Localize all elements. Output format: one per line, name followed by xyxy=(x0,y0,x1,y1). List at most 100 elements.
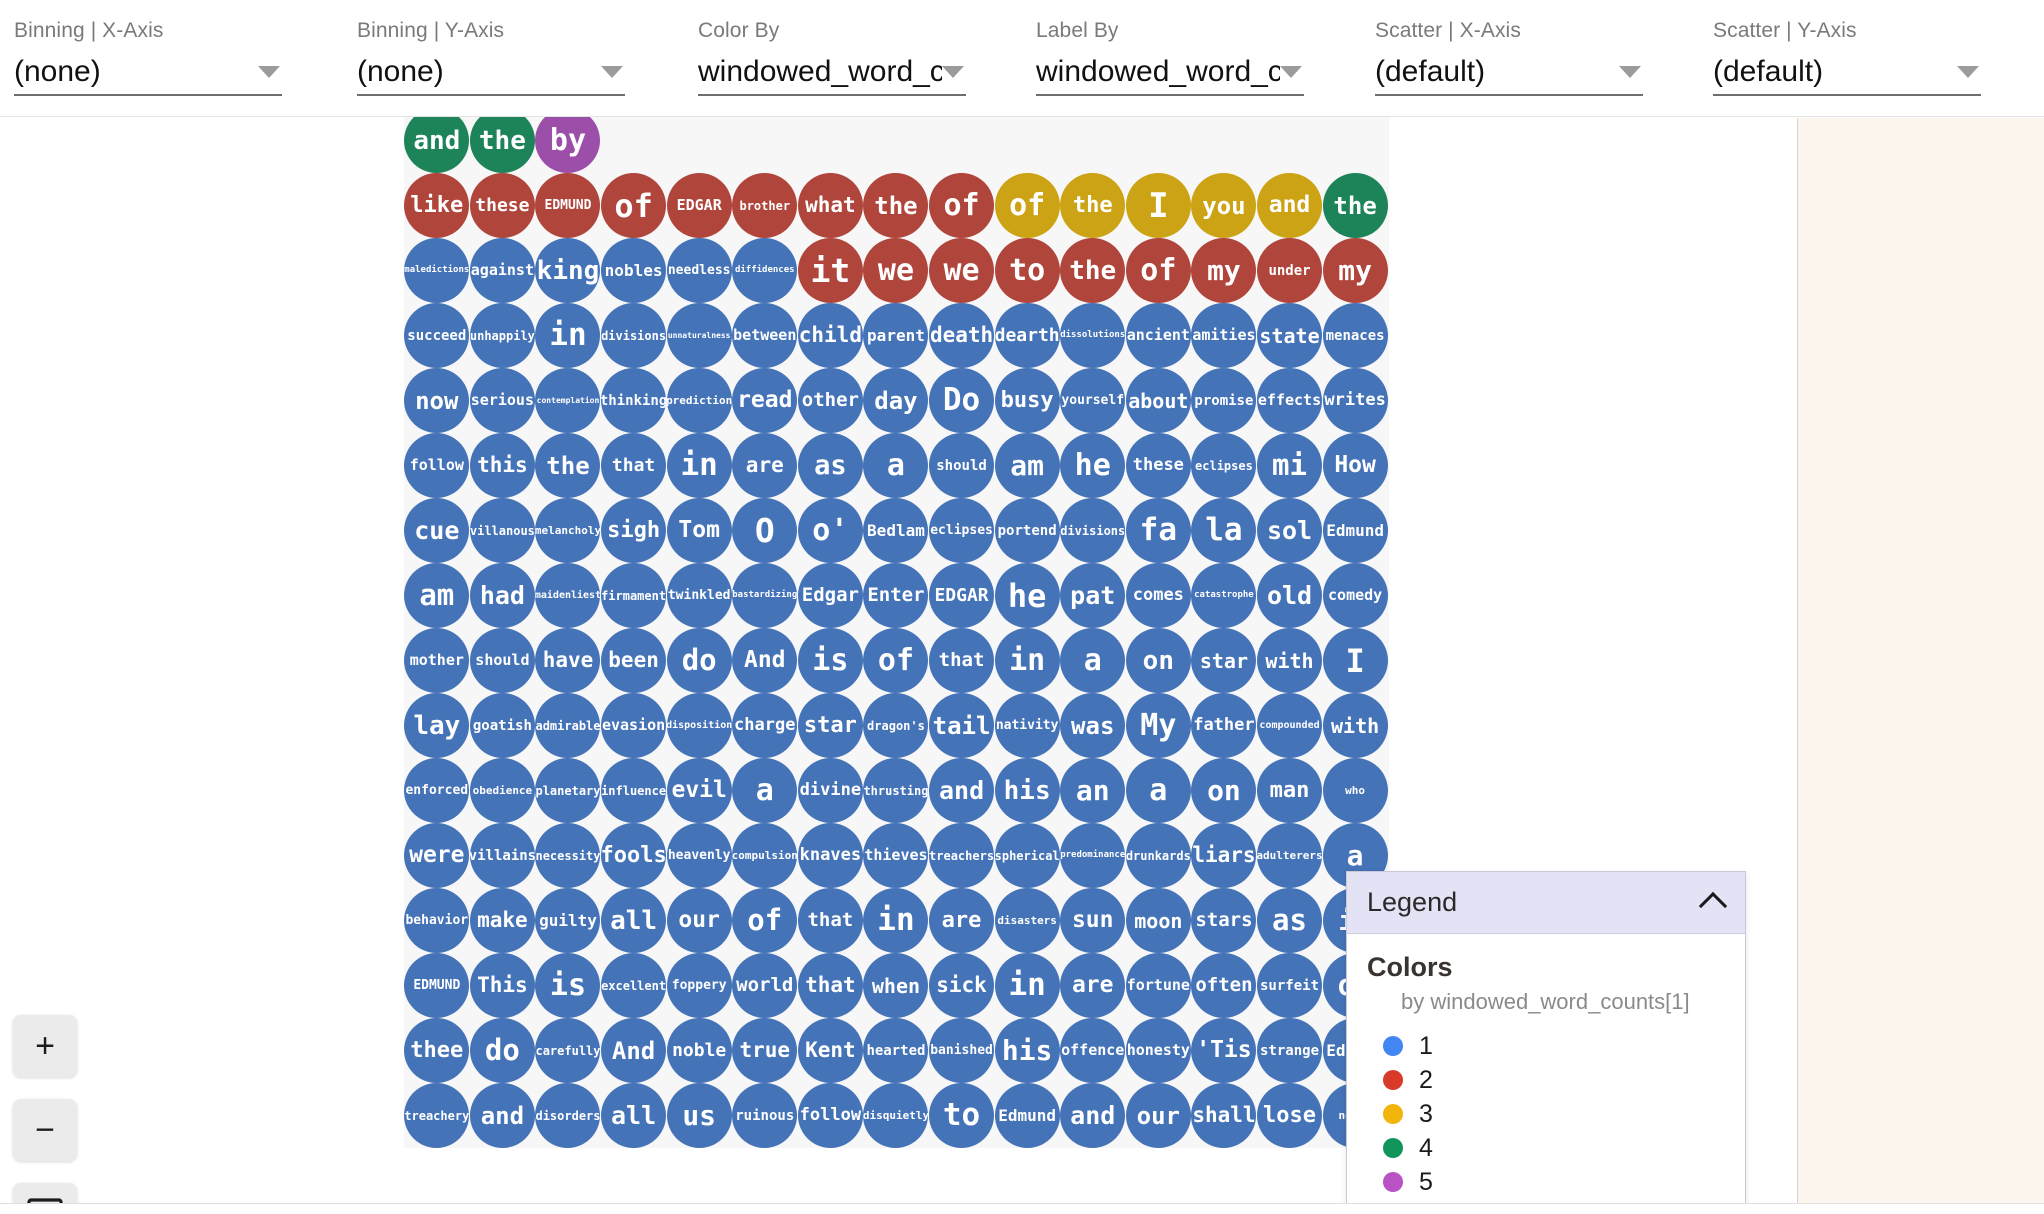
word-bubble-cell[interactable]: thee xyxy=(404,1018,470,1083)
word-bubble-cell[interactable]: follow xyxy=(404,433,470,498)
word-bubble[interactable]: should xyxy=(929,433,995,498)
word-bubble-cell[interactable]: Edgar xyxy=(797,563,864,628)
word-bubble-cell[interactable]: maidenliest xyxy=(535,563,601,628)
word-bubble-cell[interactable]: EDMUND xyxy=(404,953,470,1018)
word-bubble-cell[interactable]: follow xyxy=(797,1083,864,1148)
word-bubble-cell[interactable]: My xyxy=(1125,693,1192,758)
word-bubble[interactable]: dissolutions xyxy=(1060,303,1126,368)
word-bubble[interactable]: Kent xyxy=(797,1018,863,1083)
word-bubble[interactable]: state xyxy=(1257,303,1323,368)
word-bubble-cell[interactable]: read xyxy=(732,368,798,433)
word-bubble[interactable]: strange xyxy=(1257,1018,1323,1083)
word-bubble-cell[interactable]: of xyxy=(929,173,995,238)
word-bubble-cell[interactable]: excellent xyxy=(601,953,667,1018)
word-bubble-cell[interactable]: unnaturalness xyxy=(666,303,732,368)
word-bubble-cell[interactable]: disposition xyxy=(666,693,732,758)
word-bubble[interactable]: with xyxy=(1257,628,1323,693)
legend-panel[interactable]: Legend Colors by windowed_word_counts[1]… xyxy=(1346,871,1746,1203)
word-bubble-cell[interactable]: enforced xyxy=(404,758,470,823)
word-bubble[interactable]: promise xyxy=(1191,368,1257,433)
word-bubble[interactable]: mi xyxy=(1257,433,1323,498)
word-bubble[interactable]: pat xyxy=(1060,563,1126,628)
word-bubble-cell[interactable]: what xyxy=(797,173,864,238)
word-bubble[interactable]: on xyxy=(1191,758,1257,823)
word-bubble-cell[interactable]: are xyxy=(732,433,798,498)
word-bubble-cell[interactable]: thieves xyxy=(863,823,929,888)
word-bubble[interactable]: surfeit xyxy=(1257,953,1323,1018)
select-field-binning-x[interactable]: Binning | X-Axis (none) xyxy=(14,18,282,100)
word-bubble[interactable]: star xyxy=(1191,628,1257,693)
word-bubble-cell[interactable]: on xyxy=(1125,628,1192,693)
legend-item[interactable]: 5 xyxy=(1383,1165,1725,1199)
word-bubble[interactable]: in xyxy=(994,628,1060,693)
word-bubble-cell[interactable]: should xyxy=(469,628,536,693)
word-bubble[interactable]: adulterers xyxy=(1257,823,1323,888)
word-bubble-cell[interactable]: he xyxy=(1060,433,1126,498)
word-bubble-cell[interactable]: do xyxy=(666,628,732,693)
word-bubble[interactable]: a xyxy=(1125,758,1191,823)
word-bubble[interactable]: that xyxy=(601,433,667,498)
word-bubble-cell[interactable]: as xyxy=(797,433,864,498)
word-bubble[interactable]: noble xyxy=(666,1018,732,1083)
word-bubble-cell[interactable]: prediction xyxy=(666,368,732,433)
word-bubble-cell[interactable]: is xyxy=(535,953,601,1018)
word-bubble[interactable]: his xyxy=(994,1018,1060,1083)
word-bubble[interactable]: carefully xyxy=(535,1018,601,1083)
word-bubble-cell[interactable]: king xyxy=(535,238,601,303)
word-bubble-cell[interactable]: with xyxy=(1257,628,1323,693)
word-bubble[interactable]: needless xyxy=(666,238,732,303)
word-bubble-cell[interactable]: eclipses xyxy=(1191,433,1257,498)
word-bubble-cell[interactable]: brother xyxy=(732,173,798,238)
word-bubble-cell[interactable]: necessity xyxy=(535,823,601,888)
word-bubble[interactable]: sun xyxy=(1060,888,1126,953)
word-bubble-cell[interactable]: man xyxy=(1257,758,1323,823)
legend-item[interactable]: 4 xyxy=(1383,1131,1725,1165)
word-bubble-cell[interactable]: under xyxy=(1257,238,1323,303)
word-bubble[interactable]: the xyxy=(863,173,929,238)
word-bubble[interactable]: day xyxy=(863,368,929,433)
word-bubble-cell[interactable]: pat xyxy=(1060,563,1126,628)
word-bubble-cell[interactable]: villains xyxy=(469,823,536,888)
word-bubble[interactable]: sol xyxy=(1257,498,1323,563)
word-bubble-cell[interactable]: do xyxy=(469,1018,536,1083)
word-bubble[interactable]: in xyxy=(863,888,929,953)
word-bubble[interactable]: child xyxy=(797,303,863,368)
word-bubble-cell[interactable]: and xyxy=(1060,1083,1126,1148)
word-bubble-cell[interactable]: in xyxy=(994,628,1060,693)
word-bubble[interactable]: I xyxy=(1125,173,1191,238)
word-bubble[interactable]: liars xyxy=(1191,823,1257,888)
word-bubble[interactable]: EDGAR xyxy=(929,563,995,628)
word-bubble-cell[interactable]: parent xyxy=(863,303,929,368)
word-bubble-cell[interactable]: foppery xyxy=(666,953,732,1018)
word-bubble-cell[interactable]: as xyxy=(1257,888,1323,953)
word-bubble-cell[interactable]: an xyxy=(1060,758,1126,823)
word-bubble-cell[interactable]: dearth xyxy=(994,303,1060,368)
word-bubble-cell[interactable]: world xyxy=(732,953,798,1018)
word-bubble[interactable]: that xyxy=(929,628,995,693)
word-bubble[interactable]: often xyxy=(1191,953,1257,1018)
word-bubble-cell[interactable]: all xyxy=(601,1083,667,1148)
word-bubble[interactable]: like xyxy=(404,173,470,238)
select-field-binning-y[interactable]: Binning | Y-Axis (none) xyxy=(357,18,625,100)
word-bubble[interactable]: banished xyxy=(929,1018,995,1083)
word-bubble-cell[interactable]: all xyxy=(601,888,667,953)
word-bubble[interactable]: king xyxy=(535,238,601,303)
word-bubble-cell[interactable]: Enter xyxy=(863,563,929,628)
word-bubble[interactable]: guilty xyxy=(535,888,601,953)
word-bubble-cell[interactable]: the xyxy=(863,173,929,238)
word-bubble-cell[interactable]: I xyxy=(1125,173,1192,238)
word-bubble-cell[interactable]: influence xyxy=(601,758,667,823)
word-bubble[interactable]: amities xyxy=(1191,303,1257,368)
word-bubble[interactable]: necessity xyxy=(535,823,601,888)
word-bubble[interactable]: lose xyxy=(1257,1083,1323,1148)
word-bubble-cell[interactable]: EDGAR xyxy=(929,563,995,628)
word-bubble-cell[interactable]: diffidences xyxy=(732,238,798,303)
word-bubble[interactable]: read xyxy=(732,368,798,433)
word-bubble-cell[interactable]: fa xyxy=(1125,498,1192,563)
word-bubble-cell[interactable]: father xyxy=(1191,693,1257,758)
word-bubble-cell[interactable]: sigh xyxy=(601,498,667,563)
word-bubble-cell[interactable]: EDGAR xyxy=(666,173,732,238)
word-bubble[interactable]: follow xyxy=(797,1083,863,1148)
word-bubble-cell[interactable]: disquietly xyxy=(863,1083,929,1148)
word-bubble[interactable]: How xyxy=(1322,433,1388,498)
